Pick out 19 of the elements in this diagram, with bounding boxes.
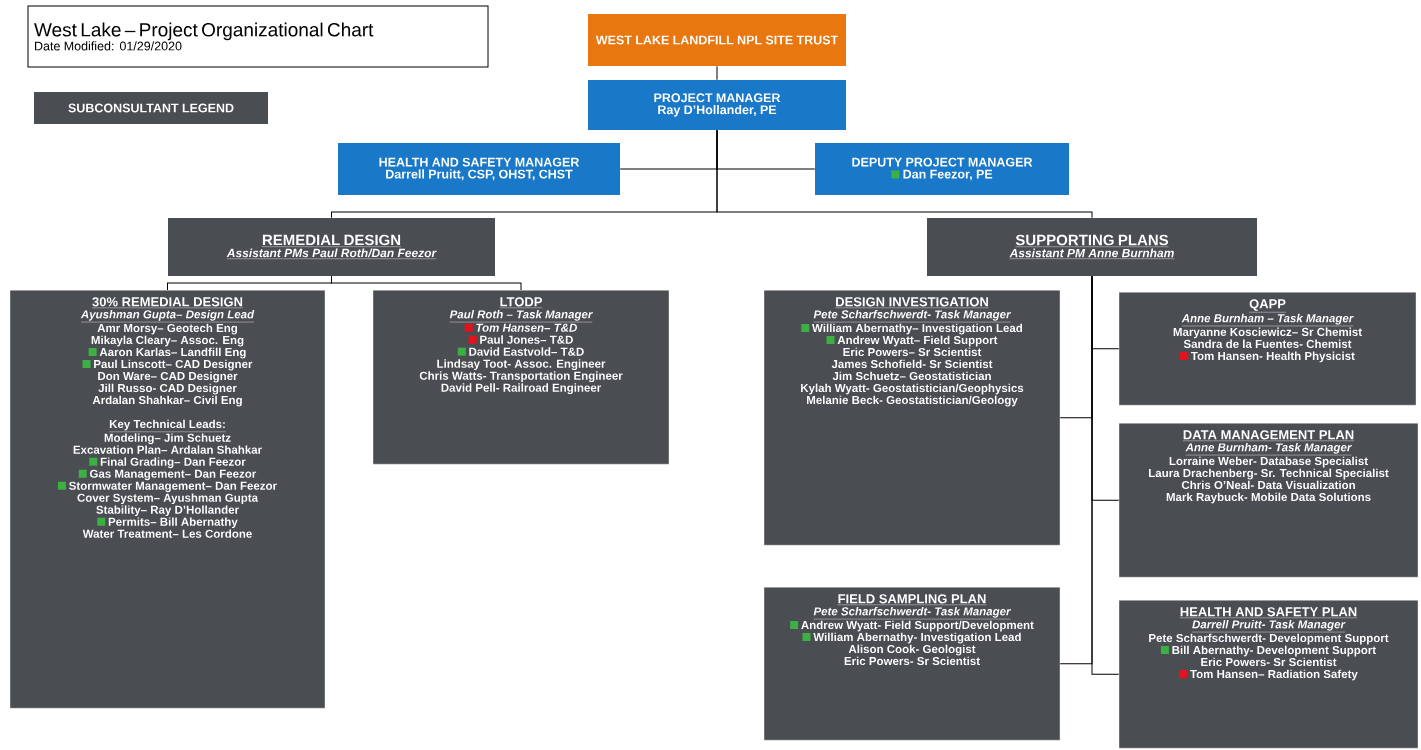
connector-line	[716, 129, 1093, 219]
org-box: PROJECT MANAGER Ray D’Hollander, PE	[588, 80, 846, 130]
team-box: FIELD SAMPLING PLAN Pete Scharfschwerdt- Task Manager Andrew Wyatt- Field Support/Development William Abernathy- Investigation Lead Alison Cook- Geologist Eric Powers- Sr Scientist	[763, 587, 1061, 741]
team-box: DESIGN INVESTIGATION Pete Scharfschwerdt- Task Manager William Abernathy– Investigation Lead Andrew Wyatt– Field Support Eric Powers– Sr Scientist James Schofield- Sr Scientist Jim Schuetz– Geostatistician Kylah Wyatt- Geostatistician/Geophysics Melanie Beck- Geostatistician/Geology	[763, 290, 1061, 546]
team-box: LTODP Paul Roth – Task Manager Tom Hansen– T&D Paul Jones– T&D David Eastvold– T&D Lindsay Toot- Assoc. Engineer Chris Watts- Transportation Engineer David Pell- Railroad Engineer	[372, 290, 670, 465]
connector-line	[716, 65, 718, 81]
org-box: SUPPORTING PLANS Assistant PM Anne Burnham	[927, 218, 1257, 276]
title-box: West Lake – Project Organizational Chart Date Modified: 01/29/2020	[27, 5, 489, 68]
team-box: QAPP Anne Burnham – Task Manager Maryanne Kosciewicz– Sr Chemist Sandra de la Fuentes- Chemist Tom Hansen- Health Physicist	[1118, 292, 1417, 406]
legend-heading: SUBCONSULTANT LEGEND	[34, 92, 268, 124]
team-box: 30% REMEDIAL DESIGN Ayushman Gupta– Design Lead Amr Morsy– Geotech Eng Mikayla Cleary– Assoc. Eng Aaron Karlas– Landfill Eng Paul Linscott– CAD Designer Don Ware– CAD Designer Jill Russo- CAD Designer Ardalan Shahkar– Civil Eng Key Technical Leads: Modeling– Jim Schuetz Excavation Plan– Ardalan Shahkar Final Grading– Dan Feezor Gas Management– Dan Feezor Stormwater Management– Dan Feezor Cover System– Ayushman Gupta Stability– Ray D’Hollander Permits– Bill Abernathy Water Treatment– Les Cordone	[9, 290, 326, 709]
connector-line	[331, 275, 522, 291]
team-box: HEALTH AND SAFETY PLAN Darrell Pruitt- Task Manager Pete Scharfschwerdt- Development Support Bill Abernathy- Development Support Eric Powers- Sr Scientist Tom Hansen– Radiation Safety	[1118, 600, 1419, 749]
connector-line	[1091, 275, 1120, 675]
org-box: DEPUTY PROJECT MANAGER Dan Feezor, PE	[815, 143, 1069, 195]
org-box: HEALTH AND SAFETY MANAGER Darrell Pruitt, CSP, OHST, CHST	[338, 143, 620, 195]
org-box: REMEDIAL DESIGN Assistant PMs Paul Roth/Dan Feezor	[168, 218, 495, 276]
team-box: DATA MANAGEMENT PLAN Anne Burnham- Task Manager Lorraine Weber- Database Specialist Laura Drachenberg- Sr. Technical Specialist Chris O’Neal- Data Visualization Mark Raybuck- Mobile Data Solutions	[1118, 423, 1419, 578]
org-box: WEST LAKE LANDFILL NPL SITE TRUST	[588, 14, 846, 66]
